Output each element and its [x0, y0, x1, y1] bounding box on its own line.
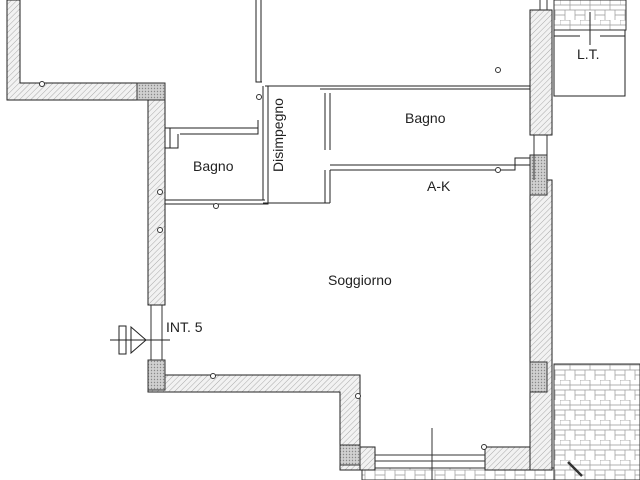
- interior-walls: [165, 0, 626, 205]
- outlets: [39, 67, 501, 450]
- entrance-label: INT. 5: [166, 319, 203, 335]
- entrance-symbol: [110, 325, 170, 355]
- room-label-soggiorno: Soggiorno: [328, 272, 392, 288]
- room-label-bagno-right: Bagno: [405, 110, 446, 126]
- windows: [150, 0, 583, 480]
- exterior-walls: [6, 0, 553, 471]
- room-label-disimpegno: Disimpegno: [269, 98, 286, 172]
- room-label-lt: L.T.: [577, 46, 600, 62]
- room-label-bagno-left: Bagno: [193, 158, 234, 174]
- room-label-ak: A-K: [427, 178, 451, 194]
- terraces: [361, 0, 640, 480]
